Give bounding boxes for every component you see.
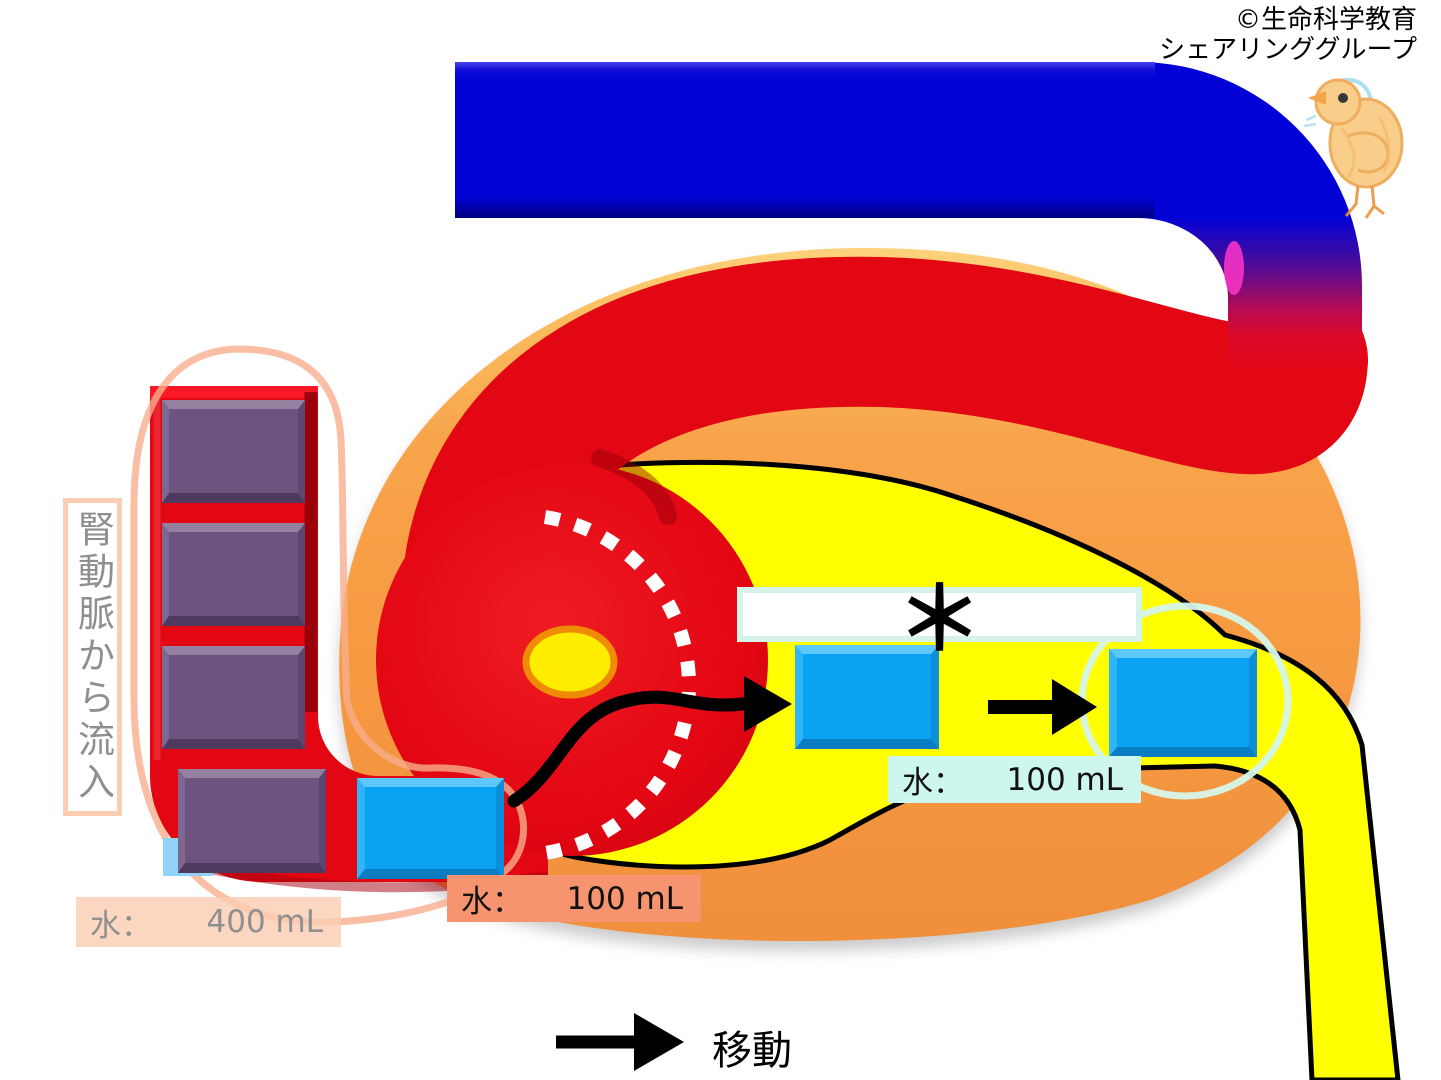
copyright-line2: シェアリンググループ [1159, 34, 1417, 65]
renal-vein-tube [455, 62, 1155, 218]
artery-inflow-label: 腎動脈から流入 [63, 498, 122, 816]
solute-unit-1 [162, 400, 305, 503]
water-name: 水： [902, 765, 964, 801]
chick-mascot-icon [1303, 77, 1404, 219]
solute-unit-2 [162, 523, 305, 626]
efferent-arc-tube [405, 256, 1368, 637]
magenta-glint [1224, 241, 1244, 295]
legend-arrow-icon [556, 1013, 684, 1071]
water-value: 100 mL [566, 880, 684, 917]
artery-tube-top-highlight [150, 386, 318, 398]
dotted-filtration-membrane [543, 510, 696, 860]
inflow-outline-peach [130, 345, 528, 926]
transfer-arrow-icon [988, 679, 1097, 735]
asterisk-mark: ＊ [896, 570, 983, 670]
copyright-notice: ©生命科学教育 シェアリンググループ [1159, 5, 1417, 66]
glomerulus-notch-shadow [591, 449, 677, 525]
artery-inflow-label-text: 腎動脈から流入 [71, 510, 115, 804]
vein-artery-transition [1138, 62, 1362, 372]
water-name: 水： [90, 907, 152, 944]
legend-move-text: 移動 [712, 1028, 792, 1074]
water-unit-tubule [1109, 649, 1257, 757]
legend-move-label: 移動 [712, 1018, 792, 1076]
glomerulus-yellow-core [522, 625, 618, 699]
water-value: 400 mL [206, 904, 324, 940]
renal-artery-tube [150, 386, 548, 882]
water-volume-tubule-label: 水： 100 mL [888, 756, 1141, 803]
solute-unit-3 [162, 646, 305, 749]
water-unit-artery [357, 778, 504, 879]
water-name: 水： [461, 884, 523, 920]
answer-blank-box: ＊ [737, 577, 1142, 663]
water-volume-filtrate-label: 水： 100 mL [447, 875, 701, 922]
filtration-wavy-arrow-icon [507, 676, 792, 808]
water-unit-filtrate [795, 645, 939, 749]
water-volume-artery-label: 水： 400 mL [76, 897, 341, 947]
copyright-line1: ©生命科学教育 [1234, 5, 1417, 35]
solute-unit-4 [178, 769, 326, 873]
water-value: 100 mL [1006, 761, 1124, 798]
